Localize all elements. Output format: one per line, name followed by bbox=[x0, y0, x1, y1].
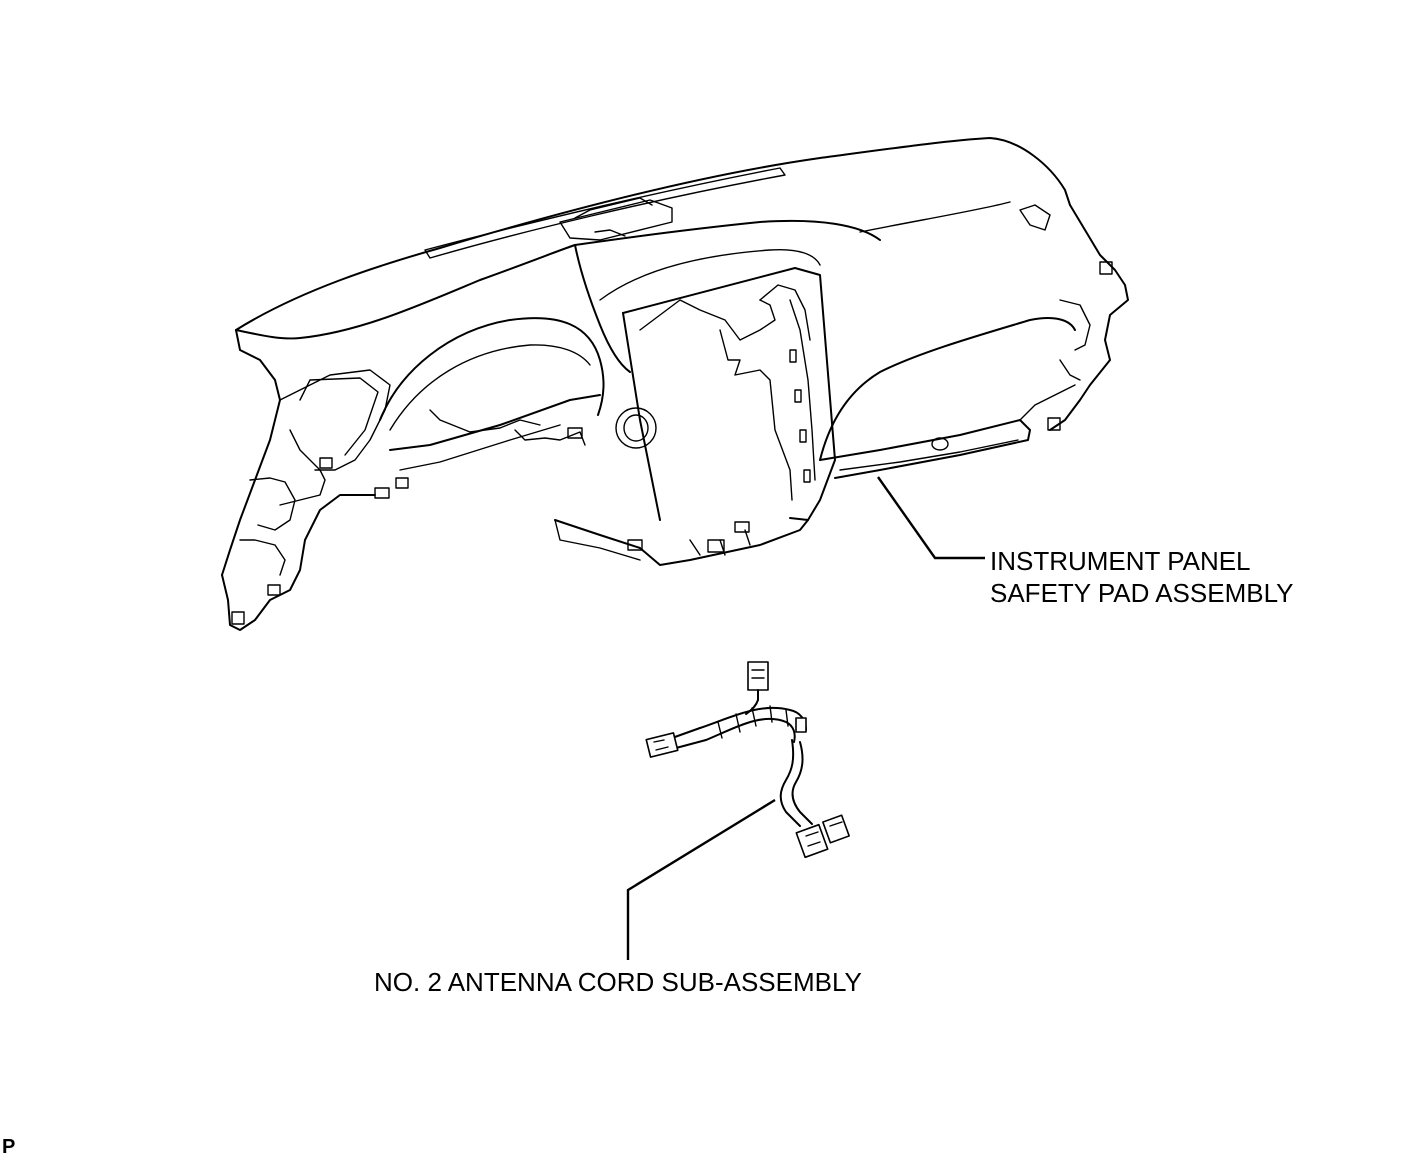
antenna-cord-label: NO. 2 ANTENNA CORD SUB-ASSEMBLY bbox=[374, 967, 862, 997]
instrument-panel-label-line2: SAFETY PAD ASSEMBLY bbox=[990, 578, 1294, 608]
page-mark: P bbox=[2, 1136, 16, 1158]
instrument-panel-label-line1: INSTRUMENT PANEL bbox=[990, 546, 1251, 576]
antenna-cord-illustration bbox=[645, 661, 850, 859]
leader-line-antenna-cord bbox=[626, 798, 776, 960]
leader-line-instrument-panel bbox=[877, 476, 985, 560]
instrument-panel-illustration bbox=[221, 137, 1129, 631]
instrument-panel-label: INSTRUMENT PANEL SAFETY PAD ASSEMBLY bbox=[990, 545, 1293, 609]
